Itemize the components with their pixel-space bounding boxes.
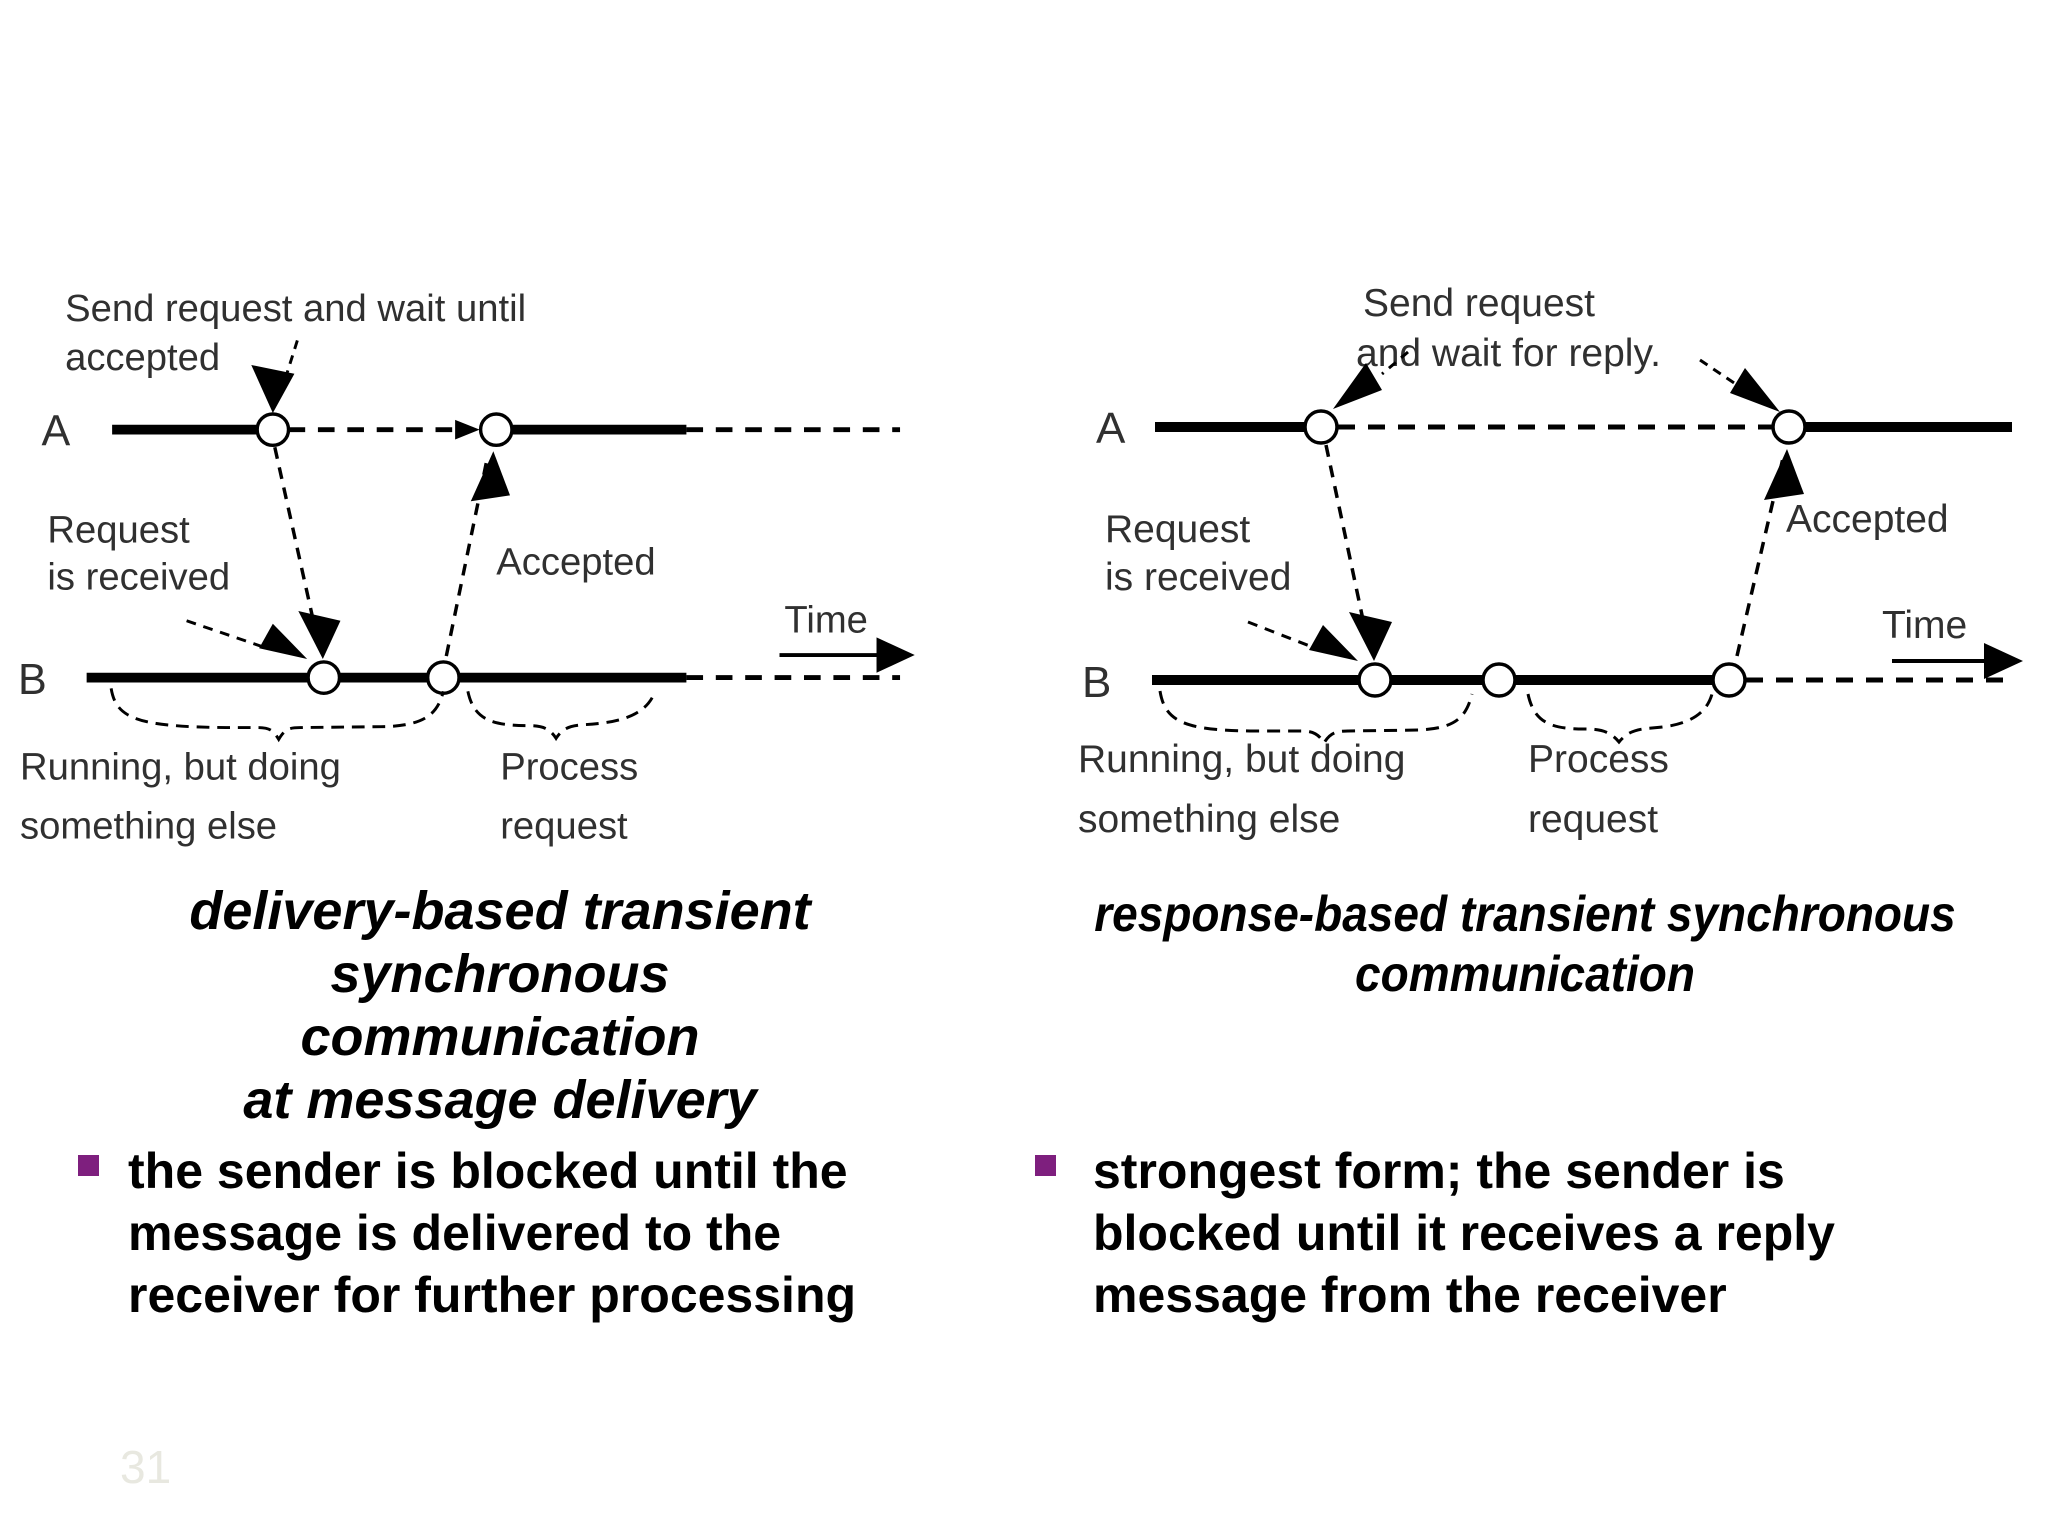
process-a-label: A (42, 407, 71, 455)
request-message-line (1324, 444, 1368, 635)
time-label: Time (784, 599, 868, 642)
delivery-based-timing-diagram: Send request and wait until accepted A R… (20, 287, 915, 847)
request-received-line2: is received (47, 555, 230, 598)
response-based-timing-diagram: Send request and wait for reply. A Reque… (1078, 282, 2023, 841)
send-label-arrowhead-right (1730, 368, 1780, 412)
request-received-arrowhead (1309, 625, 1358, 661)
process-brace (1526, 693, 1714, 745)
request-message-arrowhead (298, 610, 341, 659)
request-received-arrowhead (259, 623, 308, 659)
request-received-leader (1247, 620, 1321, 652)
caption-response-based: response-based transient synchronous com… (1094, 886, 1956, 1002)
send-label-line2: and wait for reply. (1356, 332, 1661, 375)
a-accept-event-circle (478, 412, 514, 448)
request-received-line2: is received (1105, 556, 1291, 599)
process-request-line2: request (1528, 798, 1658, 841)
bullet-text-left: the sender is blocked until the message … (128, 1143, 857, 1323)
running-label-line2: something else (20, 804, 277, 847)
send-label-line1: Send request and wait until (65, 287, 526, 330)
running-brace (1158, 690, 1474, 746)
request-received-leader (186, 619, 268, 650)
process-request-line1: Process (500, 746, 638, 789)
time-arrowhead (1984, 643, 2023, 679)
process-b-label: B (20, 656, 47, 704)
process-request-line2: request (500, 804, 628, 847)
reply-message-arrowhead (1764, 449, 1804, 500)
send-label-line2: accepted (65, 336, 220, 379)
send-label-arrowhead-left (1333, 363, 1382, 409)
accepted-label: Accepted (1786, 498, 1949, 541)
running-brace (109, 688, 445, 743)
send-label-arrow-tail-left (1381, 350, 1409, 376)
process-request-line1: Process (1528, 738, 1669, 781)
caption-delivery-based: delivery-based transient synchronous com… (189, 881, 811, 1130)
send-label-arrow-tail-right (1699, 358, 1744, 391)
running-label-line2: something else (1078, 798, 1340, 841)
time-label: Time (1882, 604, 1967, 647)
process-a-label: A (1096, 404, 1126, 453)
b-process-start-circle (1481, 662, 1517, 698)
time-arrowhead (876, 637, 915, 673)
b-receive-event-circle (1357, 662, 1393, 698)
request-message-line (273, 446, 318, 633)
request-message-arrowhead (1349, 612, 1392, 661)
running-label-line1: Running, but doing (20, 746, 341, 789)
accepted-label: Accepted (496, 541, 655, 584)
a-reply-event-circle (1771, 409, 1807, 445)
a-send-event-circle (1303, 409, 1339, 445)
a-line-small-arrowhead (455, 419, 480, 440)
b-receive-event-circle (306, 660, 342, 695)
page-number: 31 (120, 1441, 172, 1493)
send-label-line1: Send request (1363, 282, 1595, 325)
send-label-arrow-tail (284, 340, 299, 379)
a-send-event-circle (255, 412, 291, 448)
running-label-line1: Running, but doing (1078, 738, 1405, 781)
accept-message-arrowhead (470, 451, 510, 502)
bullet-marker-right (1035, 1155, 1056, 1176)
process-brace (466, 690, 657, 742)
request-received-line1: Request (47, 508, 190, 551)
bullet-marker-left (78, 1155, 99, 1176)
b-accept-event-circle (425, 660, 461, 695)
process-b-label: B (1082, 658, 1111, 707)
send-label-arrowhead (251, 364, 295, 413)
bullet-text-right: strongest form; the sender is blocked un… (1093, 1143, 1835, 1323)
request-received-line1: Request (1105, 508, 1250, 551)
b-reply-event-circle (1711, 662, 1747, 698)
